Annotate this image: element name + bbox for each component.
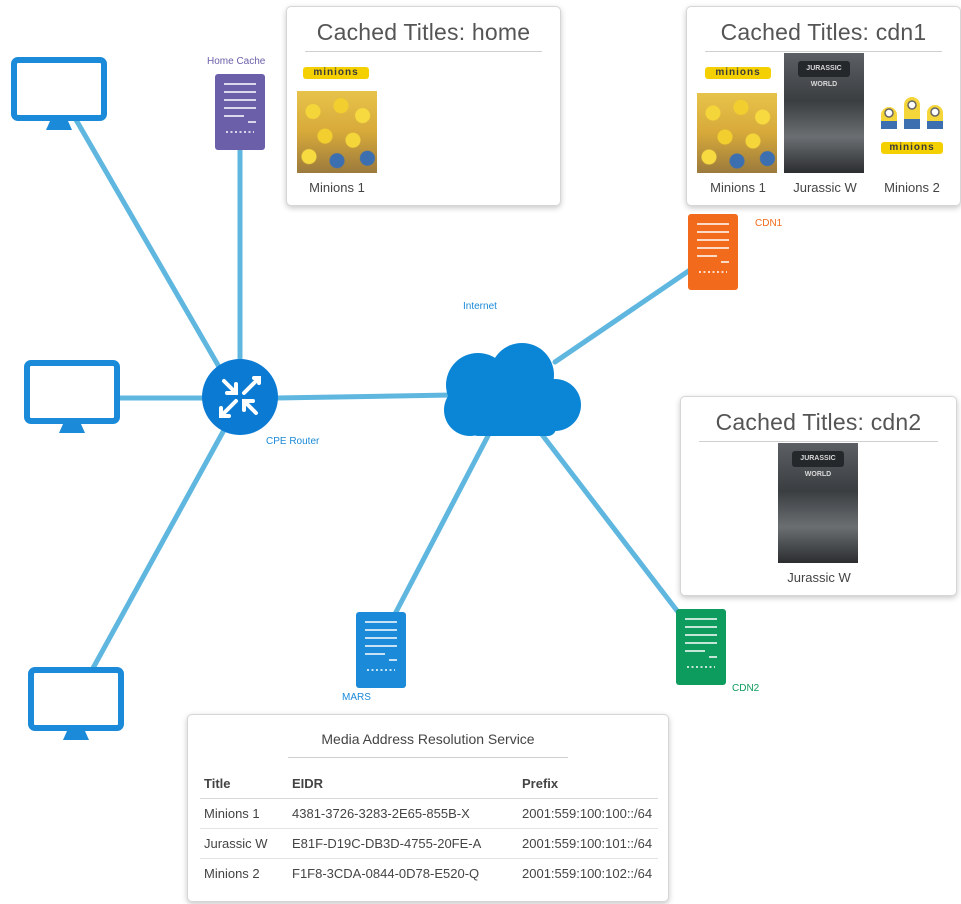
link-internet-cdn1	[552, 267, 693, 365]
cdn2-server-icon	[676, 609, 726, 685]
poster-caption: Jurassic W	[793, 180, 857, 195]
minions-1-poster	[297, 91, 377, 173]
internet-cloud-icon	[444, 343, 581, 436]
table-row: Jurassic W E81F-D19C-DB3D-4755-20FE-A 20…	[200, 828, 658, 859]
mars-table: Title EIDR Prefix Minions 1 4381-3726-32…	[200, 767, 658, 888]
minions-1-poster	[697, 93, 777, 173]
cdn1-server-icon	[688, 214, 738, 290]
card-title: Cached Titles: home	[316, 19, 531, 45]
minions-logo: minions	[705, 67, 771, 79]
minion-figure-icon	[904, 97, 920, 129]
jurassic-world-poster: JURASSIC WORLD	[784, 53, 864, 173]
minions-2-poster	[875, 93, 949, 133]
poster-caption: Minions 1	[309, 180, 365, 195]
link-internet-mars	[392, 429, 493, 617]
link-monitor3-router	[89, 427, 227, 673]
minion-figure-icon	[881, 107, 897, 129]
link-internet-cdn2	[537, 429, 681, 615]
link-router-internet	[273, 392, 455, 401]
jurassic-world-logo: JURASSIC WORLD	[798, 61, 850, 88]
link-monitor1-router	[72, 115, 225, 375]
monitor-icon	[11, 57, 107, 130]
mars-label: MARS	[342, 692, 371, 703]
mars-server-icon	[356, 612, 406, 688]
cpe-router-label: CPE Router	[266, 436, 320, 447]
minions-logo: minions	[303, 67, 369, 79]
home-cache-server-icon	[215, 74, 265, 150]
table-header-row: Title EIDR Prefix	[200, 767, 658, 799]
card-title: Cached Titles: cdn2	[715, 409, 922, 435]
internet-label: Internet	[463, 301, 497, 312]
cell-title: Jurassic W	[200, 828, 288, 859]
mars-table-title: Media Address Resolution Service	[321, 731, 535, 747]
cdn2-label: CDN2	[732, 683, 760, 694]
column-header-title: Title	[200, 767, 288, 799]
poster-caption: Minions 1	[710, 180, 766, 195]
jurassic-world-logo: JURASSIC WORLD	[792, 451, 844, 478]
poster-caption: Minions 2	[884, 180, 940, 195]
minions-logo: minions	[881, 142, 943, 154]
mars-table-card: Media Address Resolution Service Title E…	[187, 714, 669, 902]
column-header-prefix: Prefix	[518, 767, 658, 799]
minion-figure-icon	[927, 105, 943, 129]
router-icon	[202, 359, 278, 435]
cached-titles-cdn2-card: Cached Titles: cdn2 JURASSIC WORLD Juras…	[680, 396, 957, 596]
divider	[288, 757, 568, 758]
divider	[305, 51, 542, 52]
jurassic-world-poster: JURASSIC WORLD	[778, 443, 858, 563]
cached-titles-cdn1-card: Cached Titles: cdn1 minions JURASSIC WOR…	[686, 6, 961, 206]
cell-prefix: 2001:559:100:102::/64	[522, 866, 653, 881]
cached-titles-home-card: Cached Titles: home minions Minions 1	[286, 6, 561, 206]
column-header-eidr: EIDR	[288, 767, 518, 799]
cell-title: Minions 2	[204, 866, 260, 881]
divider	[699, 441, 938, 442]
cell-eidr: F1F8-3CDA-0844-0D78-E520-Q	[292, 866, 480, 881]
monitor-icon	[28, 667, 124, 740]
card-title: Cached Titles: cdn1	[720, 19, 927, 45]
cell-title: Minions 1	[200, 798, 288, 829]
cell-eidr: E81F-D19C-DB3D-4755-20FE-A	[288, 828, 518, 859]
cell-prefix: 2001:559:100:100::/64	[518, 798, 658, 829]
cdn1-label: CDN1	[755, 218, 783, 229]
cell-eidr: 4381-3726-3283-2E65-855B-X	[288, 798, 518, 829]
table-row: Minions 2 F1F8-3CDA-0844-0D78-E520-Q 200…	[200, 859, 658, 889]
table-row: Minions 1 4381-3726-3283-2E65-855B-X 200…	[200, 798, 658, 829]
poster-caption: Jurassic W	[787, 570, 851, 585]
monitor-icon	[24, 360, 120, 433]
cell-prefix: 2001:559:100:101::/64	[518, 828, 658, 859]
links	[72, 115, 693, 673]
divider	[705, 51, 942, 52]
home-cache-label: Home Cache	[207, 56, 266, 67]
